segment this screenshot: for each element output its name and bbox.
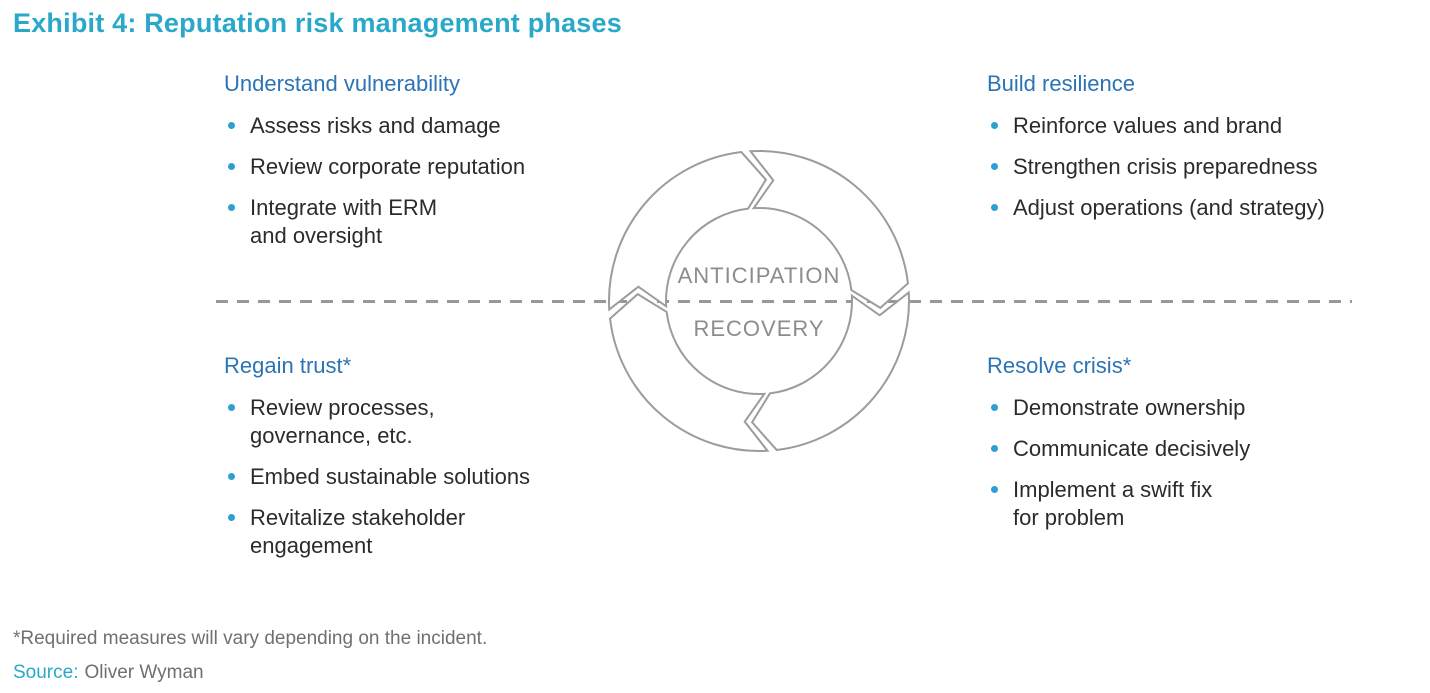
bullet-item: Reinforce values and brand <box>987 112 1402 140</box>
exhibit-title: Exhibit 4: Reputation risk management ph… <box>13 8 622 38</box>
bullet-item: Implement a swift fix for problem <box>987 476 1382 532</box>
bullet-dot-icon <box>991 404 998 411</box>
footnote: *Required measures will vary depending o… <box>13 628 488 649</box>
bullet-dot-icon <box>991 204 998 211</box>
quadrant-resolve-crisis: Resolve crisis* Demonstrate ownership Co… <box>987 352 1382 545</box>
quadrant-build-resilience: Build resilience Reinforce values and br… <box>987 70 1402 235</box>
quadrant-heading: Build resilience <box>987 71 1135 96</box>
bullet-list: Reinforce values and brand Strengthen cr… <box>987 112 1402 222</box>
bullet-dot-icon <box>228 473 235 480</box>
bullet-item: Demonstrate ownership <box>987 394 1382 422</box>
bullet-dot-icon <box>228 404 235 411</box>
bullet-dot-icon <box>228 514 235 521</box>
bullet-item: Revitalize stakeholder engagement <box>224 504 589 560</box>
bullet-dot-icon <box>991 486 998 493</box>
cycle-ring-diagram <box>608 150 910 452</box>
cycle-label-recovery: RECOVERY <box>693 316 825 341</box>
bullet-item: Adjust operations (and strategy) <box>987 194 1402 222</box>
bullet-dot-icon <box>991 445 998 452</box>
bullet-item: Review processes, governance, etc. <box>224 394 589 450</box>
bullet-dot-icon <box>228 163 235 170</box>
quadrant-heading: Regain trust* <box>224 353 352 378</box>
quadrant-regain-trust: Regain trust* Review processes, governan… <box>224 352 589 573</box>
source-value: Oliver Wyman <box>84 662 204 683</box>
bullet-item: Strengthen crisis preparedness <box>987 153 1402 181</box>
quadrant-heading: Resolve crisis* <box>987 353 1132 378</box>
bullet-item: Review corporate reputation <box>224 153 574 181</box>
bullet-list: Demonstrate ownership Communicate decisi… <box>987 394 1382 532</box>
quadrant-heading: Understand vulnerability <box>224 71 461 96</box>
bullet-item: Communicate decisively <box>987 435 1382 463</box>
bullet-item: Integrate with ERM and oversight <box>224 194 574 250</box>
anticipation-recovery-divider-dashed-line <box>216 300 1352 303</box>
bullet-item: Assess risks and damage <box>224 112 574 140</box>
source-line: Source:Oliver Wyman <box>13 662 204 684</box>
bullet-dot-icon <box>228 204 235 211</box>
bullet-dot-icon <box>991 163 998 170</box>
bullet-dot-icon <box>228 122 235 129</box>
bullet-list: Review processes, governance, etc. Embed… <box>224 394 589 560</box>
bullet-item: Embed sustainable solutions <box>224 463 589 491</box>
source-label: Source: <box>13 662 79 683</box>
cycle-label-anticipation: ANTICIPATION <box>677 263 841 288</box>
bullet-list: Assess risks and damage Review corporate… <box>224 112 574 250</box>
bullet-dot-icon <box>991 122 998 129</box>
quadrant-understand-vulnerability: Understand vulnerability Assess risks an… <box>224 70 574 263</box>
